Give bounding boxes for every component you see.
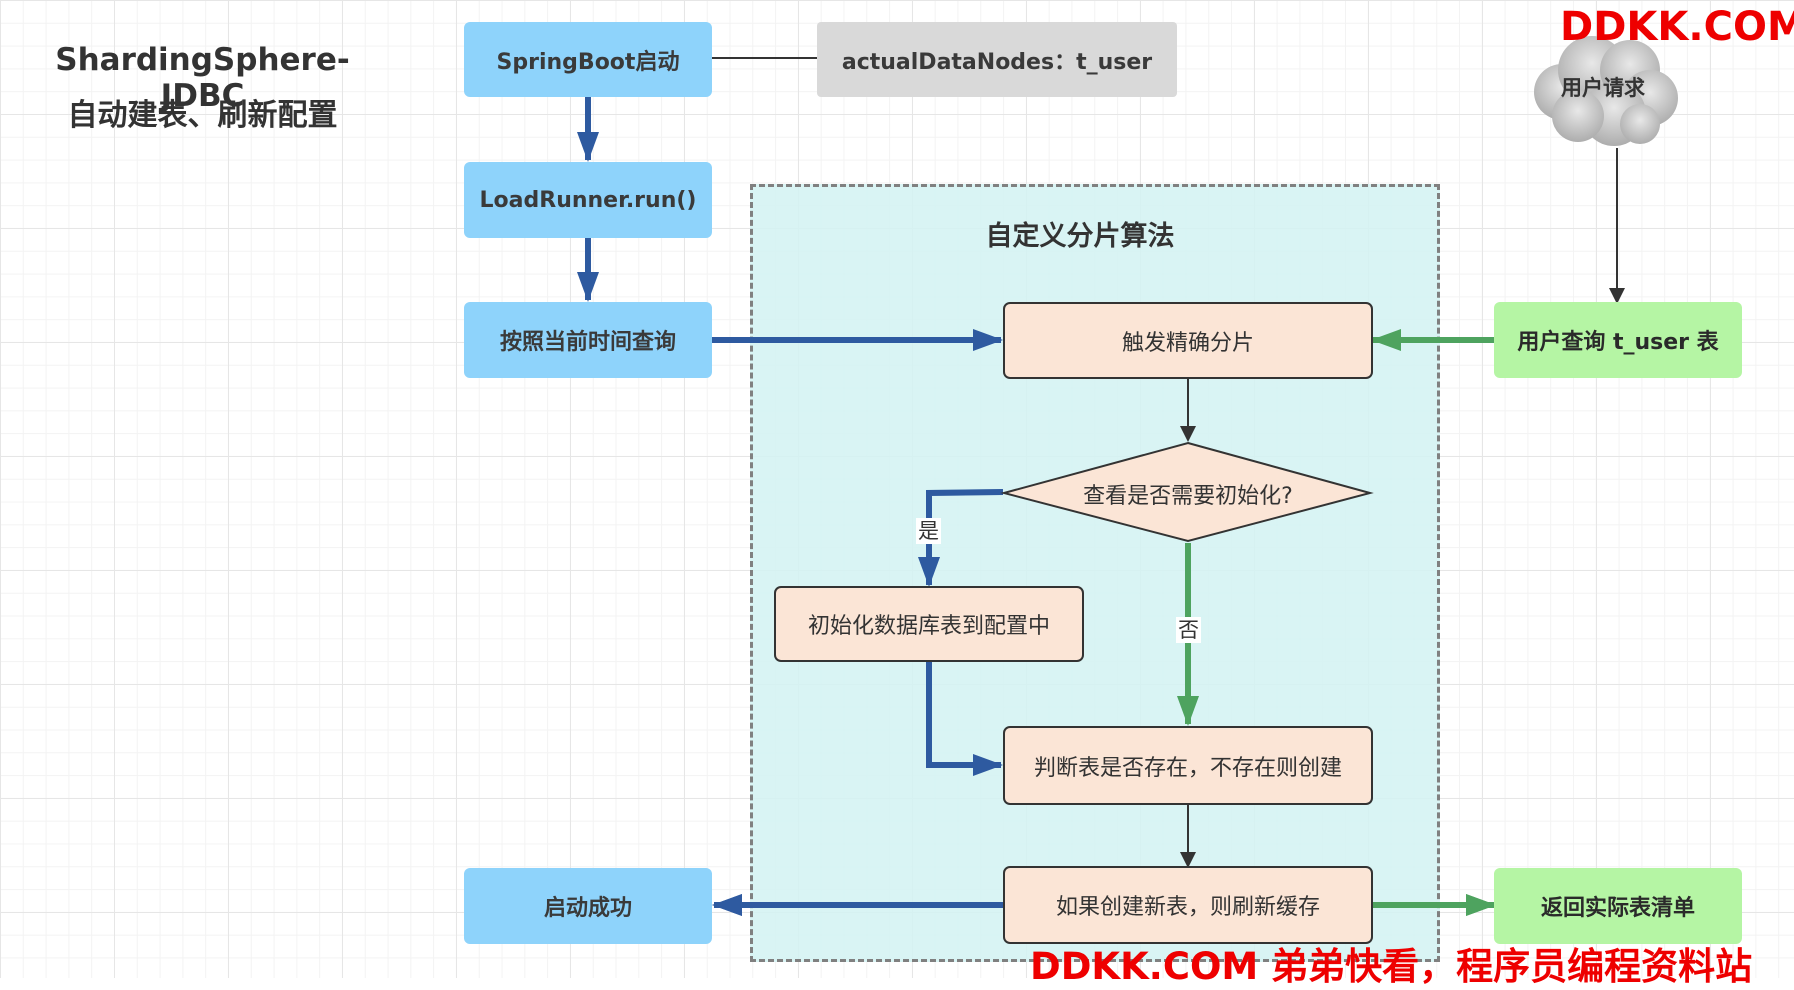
node-refresh-cache: 如果创建新表，则刷新缓存 [1003, 866, 1373, 944]
node-springboot-start: SpringBoot启动 [464, 22, 712, 97]
node-init-db-tables-to-config: 初始化数据库表到配置中 [774, 586, 1084, 662]
container-title: 自定义分片算法 [985, 221, 1175, 252]
node-trigger-precise-sharding: 触发精确分片 [1003, 302, 1373, 379]
watermark-top: DDKK.COM [1560, 4, 1794, 50]
node-check-need-init: 查看是否需要初始化? [1083, 484, 1293, 509]
node-user-request-cloud: 用户请求 [1522, 28, 1684, 152]
node-query-by-time: 按照当前时间查询 [464, 302, 712, 378]
node-actual-data-nodes: actualDataNodes：t_user [817, 22, 1177, 97]
diagram-title-line1: ShardingSphere-JDBC [55, 42, 350, 114]
node-start-success: 启动成功 [464, 868, 712, 944]
node-check-table-exist: 判断表是否存在，不存在则创建 [1003, 726, 1373, 805]
edge-checkinit-yes-inner [918, 489, 1004, 587]
edge-label-yes: 是 [916, 518, 941, 544]
node-user-query-t-user: 用户查询 t_user 表 [1494, 302, 1742, 378]
watermark-bottom: DDKK.COM 弟弟快看，程序员编程资料站 [1030, 945, 1753, 988]
edge-label-no: 否 [1176, 617, 1201, 643]
node-return-actual-tables: 返回实际表清单 [1494, 868, 1742, 944]
user-request-label: 用户请求 [1561, 76, 1645, 100]
diagram-title-line2: 自动建表、刷新配置 [67, 98, 338, 133]
cloud-icon [1534, 36, 1678, 146]
edge-init-to-checkexist-inner [926, 660, 1003, 776]
node-loadrunner-run: LoadRunner.run() [464, 162, 712, 238]
decision-diamond-shape [1000, 441, 1374, 543]
